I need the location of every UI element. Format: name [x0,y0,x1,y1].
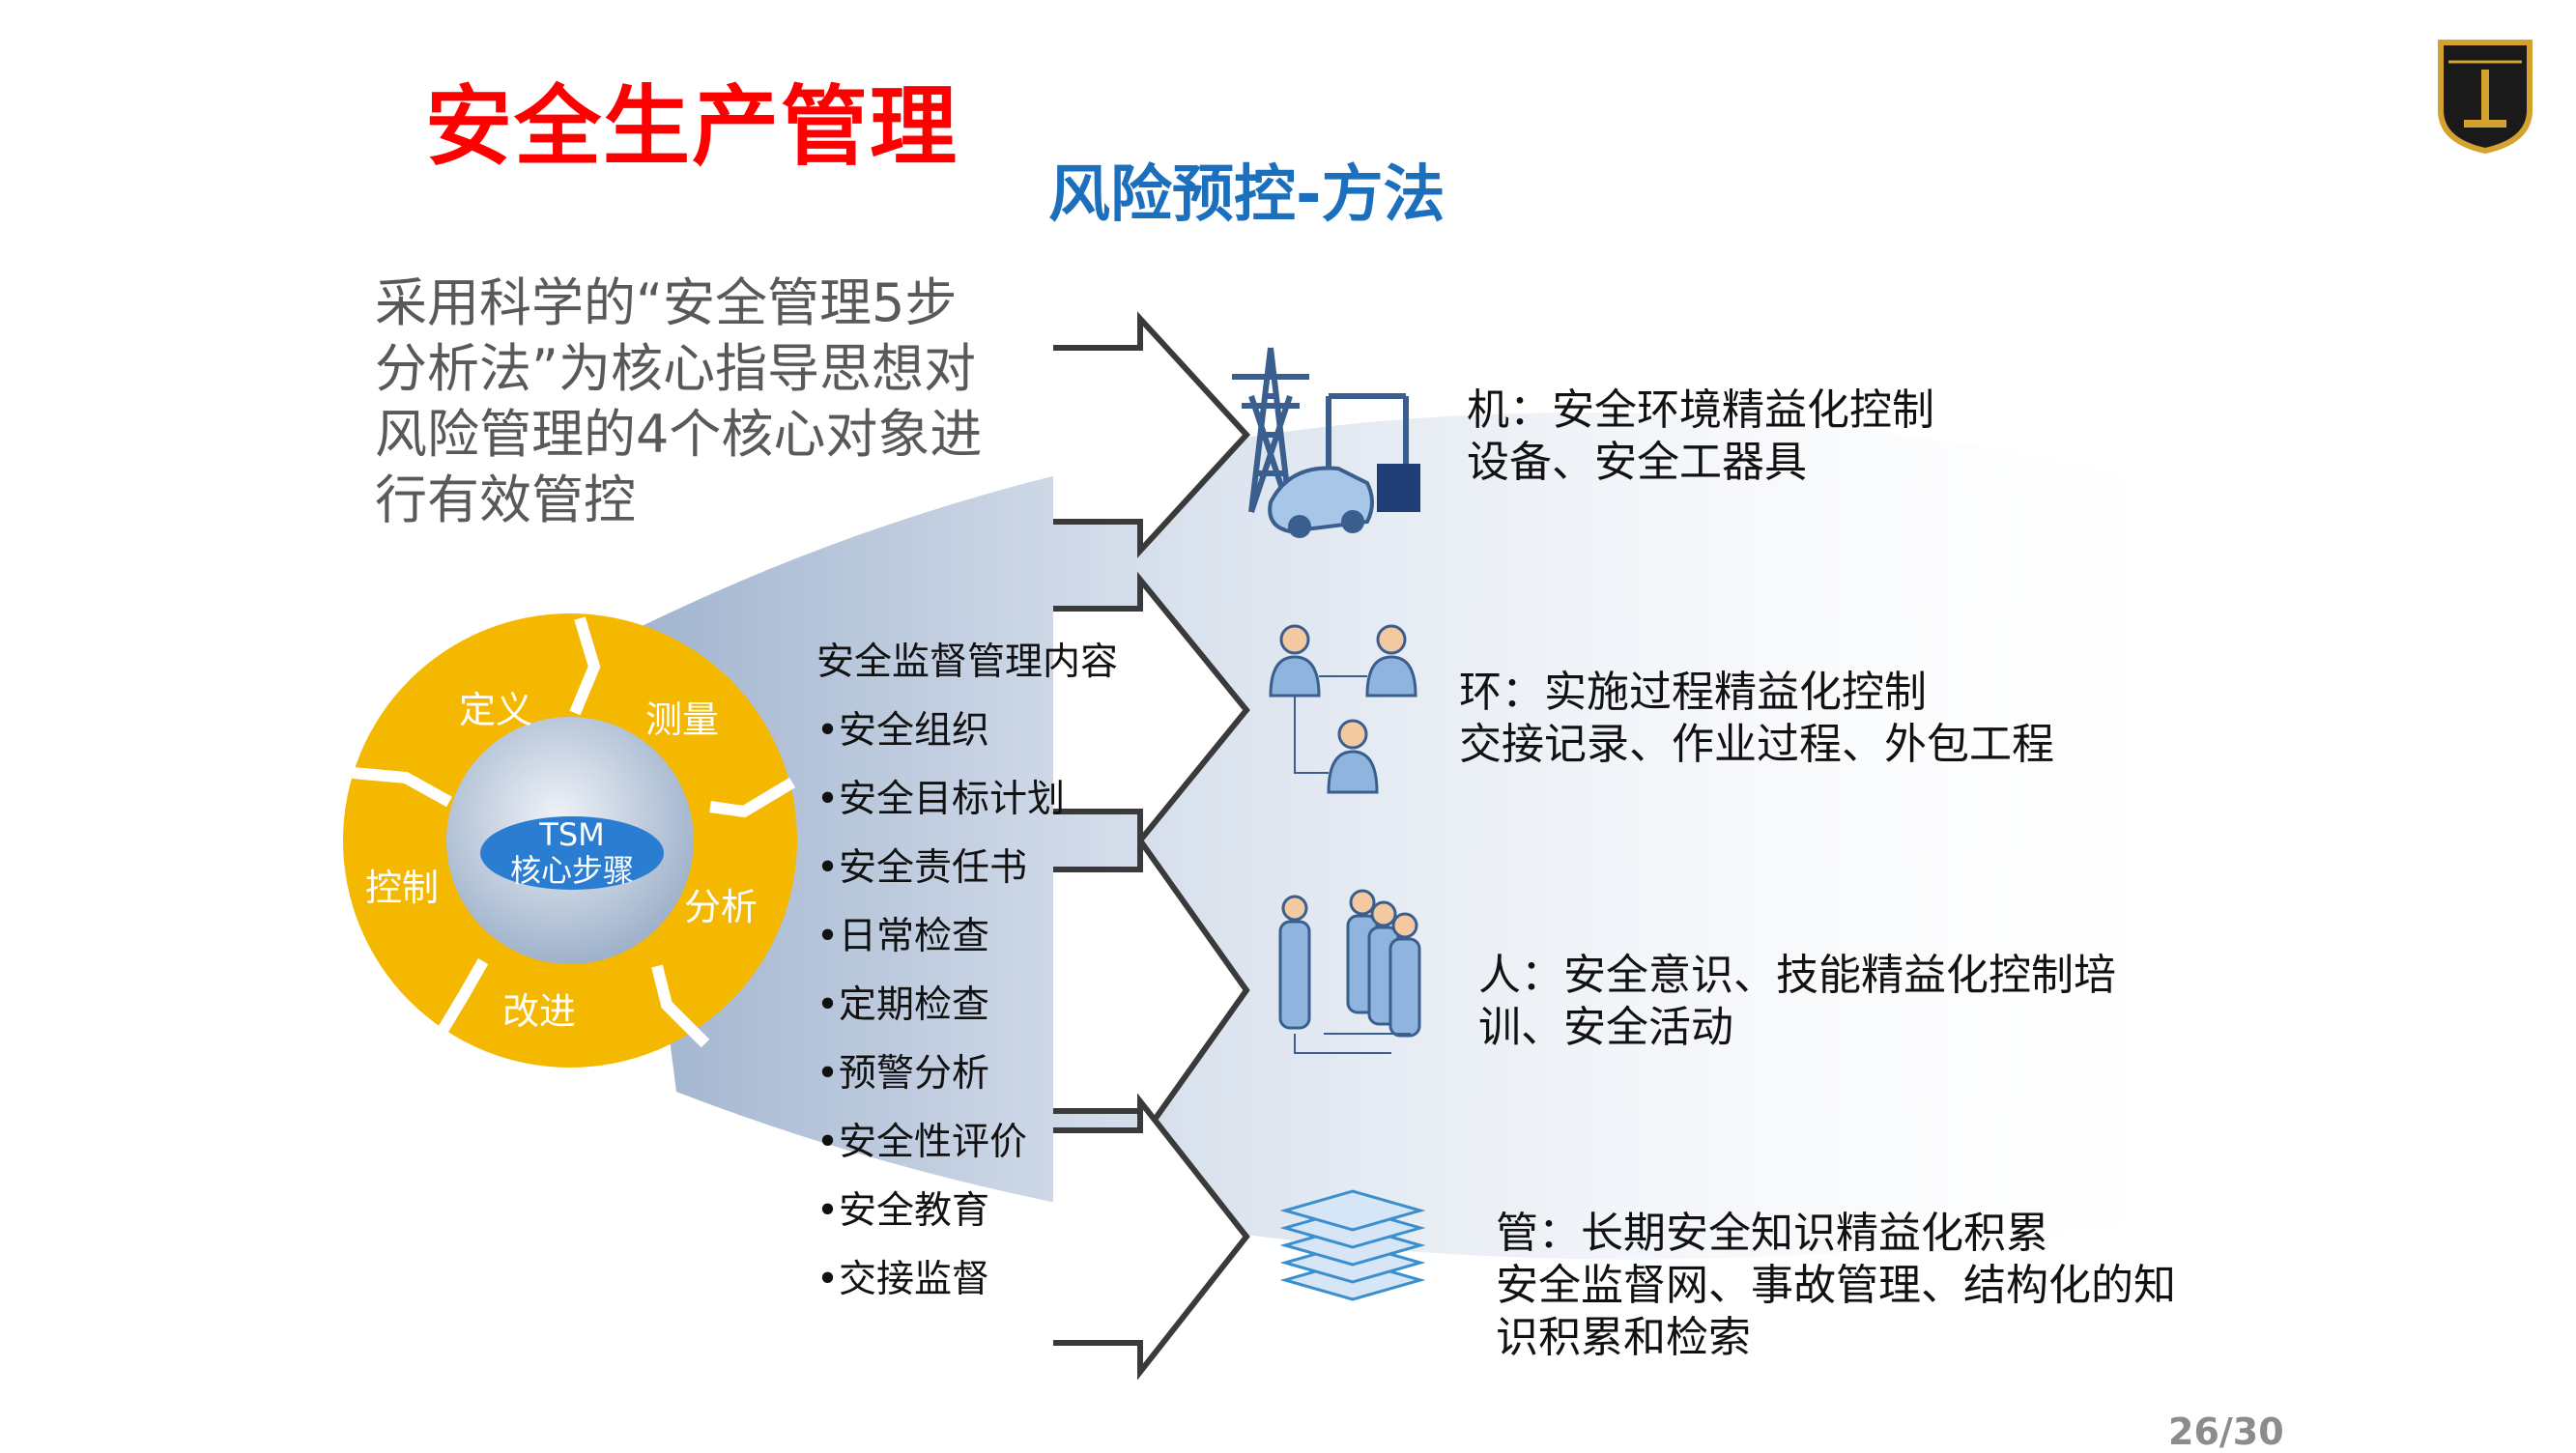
supervision-list: 安全监督管理内容 •安全组织 •安全目标计划 •安全责任书 •日常检查 •定期检… [816,628,1118,1314]
list-item: •预警分析 [816,1052,990,1096]
org-chart-icon [1269,624,1417,794]
list-heading: 安全监督管理内容 [816,641,1119,684]
cycle-center-line1: TSM [538,816,604,853]
category-line: 环：实施过程精益化控制 [1459,668,1927,717]
category-line: 交接记录、作业过程、外包工程 [1459,720,2054,769]
list-item: •交接监督 [816,1258,990,1301]
power-tower-icon [1232,347,1420,538]
cycle-step-measure: 测量 [645,698,719,741]
people-group-icon [1278,889,1421,1054]
list-item: •定期检查 [816,983,990,1027]
category-line: 机：安全环境精益化控制 [1467,385,1934,435]
category-line: 训、安全活动 [1478,1003,1733,1052]
company-logo [2435,35,2535,158]
list-item: •安全责任书 [816,846,1028,890]
cycle-center-line2: 核心步骤 [510,852,634,889]
intro-text: 采用科学的“安全管理5步 分析法”为核心指导思想对 风险管理的4个核心对象进 行… [375,271,1051,533]
intro-line: 行有效管控 [375,470,636,530]
category-line: 设备、安全工器具 [1467,438,1807,487]
intro-line: 采用科学的“安全管理5步 [375,272,958,333]
category-line: 人：安全意识、技能精益化控制培 [1478,951,2116,1000]
category-line: 管：长期安全知识精益化积累 [1496,1209,2048,1258]
cycle-step-analyze: 分析 [684,886,758,928]
documents-stack-icon [1279,1189,1426,1301]
cycle-step-define: 定义 [459,689,532,731]
slide-subtitle: 风险预控-方法 [1048,159,1445,231]
arrow-column [1053,311,1251,1381]
category-people: 人：安全意识、技能精益化控制培 训、安全活动 [1478,950,2116,1054]
list-item: •安全目标计划 [816,778,1066,821]
category-line: 安全监督网、事故管理、结构化的知 [1496,1261,2176,1310]
category-management: 管：长期安全知识精益化积累 安全监督网、事故管理、结构化的知 识积累和检索 [1496,1208,2176,1364]
list-item: •安全教育 [816,1189,990,1233]
cycle-step-control: 控制 [365,867,439,909]
page-number: 26/30 [2168,1410,2284,1453]
cycle-step-improve: 改进 [502,990,576,1033]
list-item: •安全性评价 [816,1121,1028,1164]
tsm-cycle-diagram: TSM 核心步骤 定义 测量 分析 改进 控制 [343,613,797,1068]
category-machine: 机：安全环境精益化控制 设备、安全工器具 [1467,385,1934,489]
slide-title: 安全生产管理 [425,76,959,178]
category-environment: 环：实施过程精益化控制 交接记录、作业过程、外包工程 [1459,667,2054,771]
intro-line: 分析法”为核心指导思想对 [375,338,976,399]
intro-line: 风险管理的4个核心对象进 [375,404,983,465]
list-item: •安全组织 [816,709,990,753]
category-line: 识积累和检索 [1496,1313,1751,1362]
list-item: •日常检查 [816,915,990,958]
